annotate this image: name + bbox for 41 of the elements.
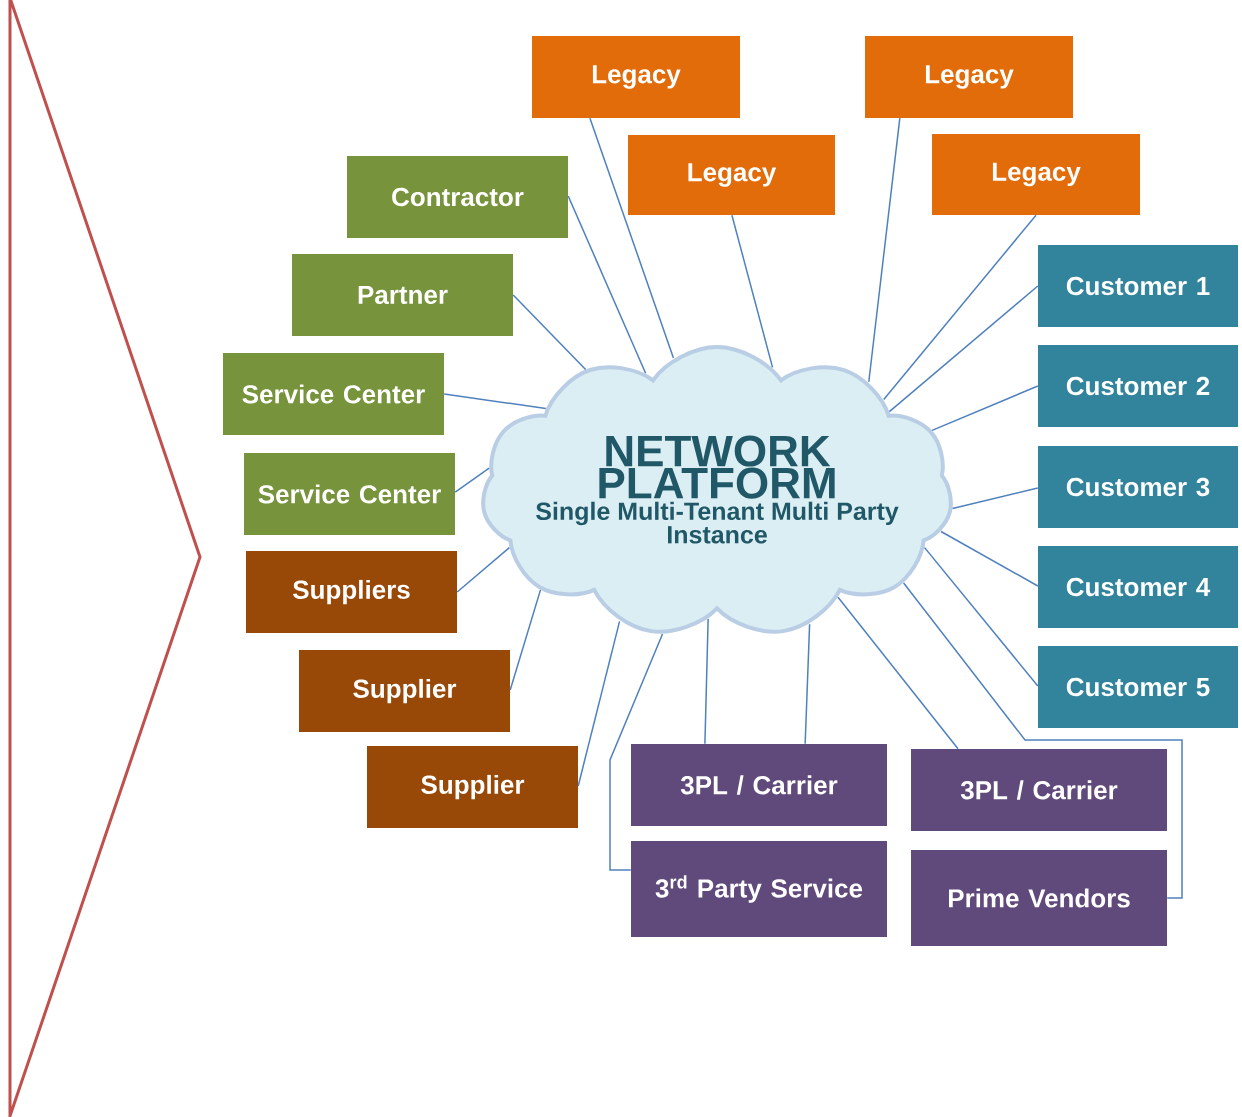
party-box: Customer 5 (1038, 646, 1238, 728)
party-box: Partner (292, 254, 513, 336)
party-box: Legacy (932, 134, 1140, 215)
connector-line (931, 385, 1039, 432)
party-box: Customer 1 (1038, 245, 1238, 327)
connector-line (868, 117, 901, 383)
connector-line (509, 589, 542, 691)
connector-line (902, 582, 1183, 899)
party-box: Supplier (367, 746, 578, 828)
connector-line (923, 546, 1039, 687)
party-box: Prime Vendors (911, 850, 1167, 946)
connector-line (888, 285, 1039, 413)
party-box: Legacy (628, 135, 835, 215)
connector-line (577, 620, 621, 787)
connector-line (951, 487, 1039, 510)
party-box: Service Center (244, 453, 455, 535)
connector-line (731, 214, 774, 369)
connector-line (940, 530, 1039, 587)
connector-line (609, 633, 664, 871)
connector-line (456, 546, 511, 593)
connector-line (883, 214, 1037, 401)
connector-line (512, 294, 587, 371)
connector-line (804, 623, 811, 745)
party-box: Customer 3 (1038, 446, 1238, 528)
connector-line (567, 195, 647, 374)
party-box: Legacy (865, 36, 1073, 118)
party-box: Legacy (532, 36, 740, 118)
party-box: Suppliers (246, 551, 457, 633)
party-box: Supplier (299, 650, 510, 732)
connector-line (589, 117, 675, 359)
connector-line (443, 393, 547, 410)
party-box: Contractor (347, 156, 568, 238)
connector-line (704, 618, 709, 745)
party-box: 3PL / Carrier (911, 749, 1167, 831)
connector-line (454, 467, 490, 493)
party-box: 3$^{rd}$ Party Service (631, 841, 887, 937)
party-box: 3PL / Carrier (631, 744, 887, 826)
party-box: Customer 2 (1038, 345, 1238, 427)
party-box: Service Center (223, 353, 444, 435)
party-box: Customer 4 (1038, 546, 1238, 628)
connector-line (837, 596, 959, 750)
